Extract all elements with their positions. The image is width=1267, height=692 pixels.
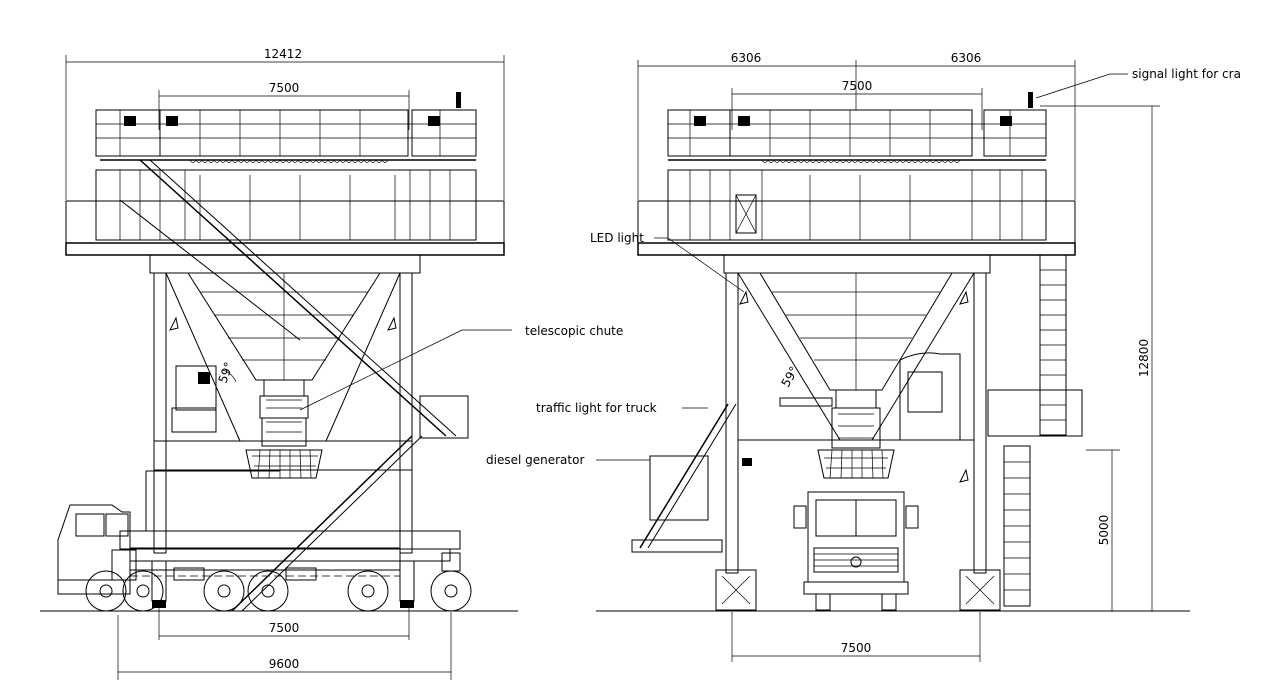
label-angle-right: 59° [778, 364, 801, 389]
dim-right-top-right: 6306 [951, 51, 982, 65]
dim-right-top-inner: 7500 [842, 79, 873, 93]
dim-right-bottom: 7500 [841, 641, 872, 655]
dim-left-top-inner: 7500 [269, 81, 300, 95]
left-bogie-wheels [151, 552, 472, 612]
dim-right-top-left: 6306 [731, 51, 762, 65]
truck-side-view [57, 504, 401, 612]
right-elevation-view [631, 60, 1160, 662]
label-diesel-generator: diesel generator [486, 453, 584, 467]
dim-left-top-overall: 12412 [264, 47, 302, 61]
dim-left-bottom-overall: 9600 [269, 657, 300, 671]
dim-right-height-clearance: 5000 [1097, 515, 1111, 546]
label-telescopic-chute: telescopic chute [525, 324, 623, 338]
label-led-light: LED light [590, 231, 644, 245]
truck-front-view [793, 491, 919, 611]
dim-left-bottom-inner: 7500 [269, 621, 300, 635]
left-elevation-view [57, 55, 650, 680]
dim-right-height-total: 12800 [1137, 339, 1151, 377]
label-signal-light: signal light for cra [1132, 67, 1241, 81]
label-angle-left: 59° [216, 360, 236, 385]
label-traffic-light: traffic light for truck [536, 401, 657, 415]
